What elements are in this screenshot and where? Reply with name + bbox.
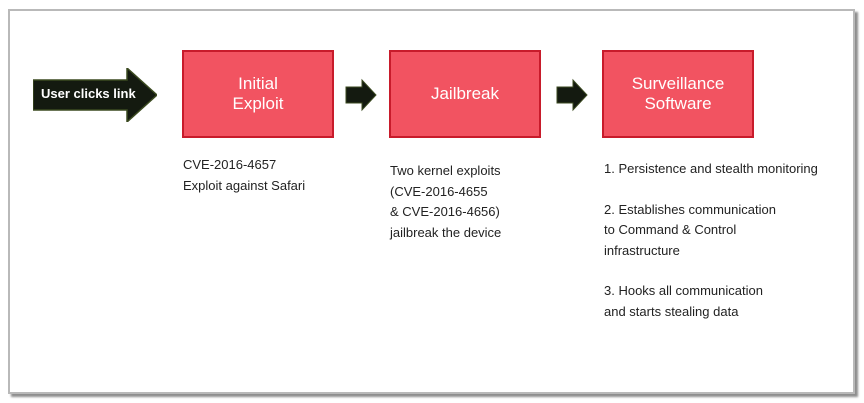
stage-box-jailbreak: Jailbreak [389, 50, 541, 138]
description-line: infrastructure [604, 242, 680, 258]
description-line: & CVE-2016-4656) [390, 204, 500, 219]
stage-box-surveillance-software: Surveillance Software [602, 50, 754, 138]
description-line: (CVE-2016-4655 [390, 183, 488, 199]
start-label: User clicks link [41, 86, 136, 101]
description-line: 3. Hooks all communication [604, 283, 763, 298]
paragraph-gap [604, 261, 818, 281]
arrow-connector-icon [556, 78, 588, 112]
stage-description-jailbreak: Two kernel exploits (CVE-2016-4655 & CVE… [390, 161, 501, 243]
stage-description-surveillance-software: 1. Persistence and stealth monitoring 2.… [604, 159, 818, 322]
description-line: 1. Persistence and stealth monitoring [604, 161, 818, 176]
description-line: 2. Establishes communication [604, 201, 776, 217]
description-line: and starts stealing data [604, 303, 739, 319]
description-line: CVE-2016-4657 [183, 157, 277, 172]
user-clicks-link-arrow: User clicks link [33, 68, 157, 122]
arrow-connector-icon [345, 78, 377, 112]
stage-description-initial-exploit: CVE-2016-4657 Exploit against Safari [183, 155, 305, 196]
description-line: jailbreak the device [390, 224, 502, 240]
description-line: Exploit against Safari [183, 177, 306, 193]
description-line: to Command & Control [604, 222, 737, 237]
paragraph-gap [604, 180, 818, 200]
description-line: Two kernel exploits [390, 163, 501, 178]
stage-box-initial-exploit: Initial Exploit [182, 50, 334, 138]
right-arrow-icon [33, 68, 157, 122]
